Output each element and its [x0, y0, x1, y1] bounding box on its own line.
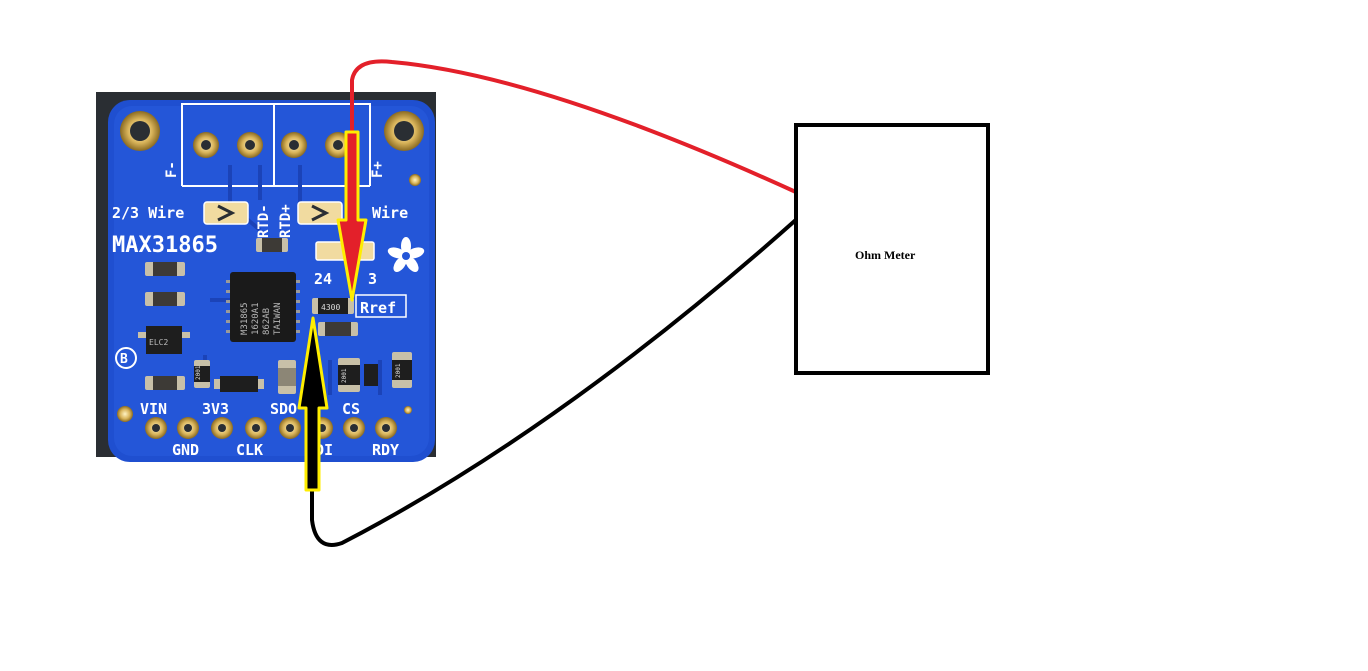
rref-label: Rref: [360, 299, 396, 317]
resistor-code-1: 2001: [195, 365, 202, 380]
ic-marking-line-1: M31865: [240, 302, 250, 335]
terminal-label-rtd-plus: RTD+: [278, 204, 294, 238]
resistor-3: 2001: [392, 352, 412, 388]
resistor-code-2: 2001: [341, 368, 348, 383]
pin-label-rdy: RDY: [372, 441, 399, 459]
terminal-label-f-plus: F+: [370, 161, 386, 178]
terminal-pad-2: [237, 132, 263, 158]
ic-marking-line-4: TAIWAN: [273, 302, 283, 335]
wire-mode-label-right: Wire: [372, 204, 408, 222]
ohm-meter-box: [794, 123, 990, 375]
max31865-ic: M31865 1620A1 862AB TAIWAN: [226, 272, 300, 342]
ohm-meter-label: Ohm Meter: [855, 248, 916, 262]
voltage-regulator: ELC2: [138, 326, 190, 354]
diode: [214, 376, 264, 392]
terminal-label-rtd-minus: RTD-: [256, 204, 272, 238]
terminal-pad-3: [281, 132, 307, 158]
wire-mode-jumper-right: [297, 201, 343, 225]
badge-b-icon: B: [115, 347, 137, 369]
capacitor-5: [318, 322, 358, 336]
mounting-hole-right: [384, 111, 424, 151]
resistor-1: 2001: [194, 360, 210, 388]
transistor: [364, 364, 378, 386]
rref-resistor: 4300: [312, 298, 354, 314]
black-arrow-icon: [297, 316, 329, 492]
red-wire: [350, 59, 800, 195]
jumper-label-3: 3: [368, 270, 377, 288]
mounting-hole-left: [120, 111, 160, 151]
capacitor-6: [278, 360, 296, 394]
capacitor-4: [256, 238, 288, 252]
ic-marking-line-2: 1620A1: [251, 302, 261, 335]
flower-logo-icon: [387, 237, 425, 272]
ic-marking-line-3: 862AB: [262, 308, 272, 335]
pin-label-sdo: SDO: [270, 400, 297, 418]
jumper-label-24: 24: [314, 270, 332, 288]
max31865-breakout-board: F- F+ RTD- RTD+ 2/3 Wire Wire MAX31865 2…: [108, 100, 435, 462]
pin-label-gnd: GND: [172, 441, 199, 459]
terminal-label-f-minus: F-: [164, 161, 180, 178]
rref-label-box: [355, 294, 407, 318]
wire-mode-label-left: 2/3 Wire: [112, 204, 184, 222]
pin-label-3v3: 3V3: [202, 400, 229, 418]
terminal-pad-1: [193, 132, 219, 158]
black-wire: [310, 216, 800, 547]
chip-name-label: MAX31865: [112, 233, 218, 258]
capacitor-1: [145, 262, 185, 276]
regulator-code: ELC2: [149, 338, 168, 347]
pin-label-cs: CS: [342, 400, 360, 418]
wire-mode-jumper-left: [203, 201, 249, 225]
rref-value: 4300: [321, 303, 340, 312]
capacitor-3: [145, 376, 185, 390]
ohm-meter: Ohm Meter: [794, 123, 990, 375]
pin-label-vin: VIN: [140, 400, 167, 418]
capacitor-2: [145, 292, 185, 306]
resistor-2: 2001: [338, 358, 360, 392]
svg-text:B: B: [120, 352, 128, 367]
resistor-code-3: 2001: [395, 363, 402, 378]
via-pad: [409, 174, 421, 186]
pin-label-clk: CLK: [236, 441, 263, 459]
terminal-block-outline: [181, 103, 371, 187]
red-arrow-icon: [336, 130, 368, 302]
